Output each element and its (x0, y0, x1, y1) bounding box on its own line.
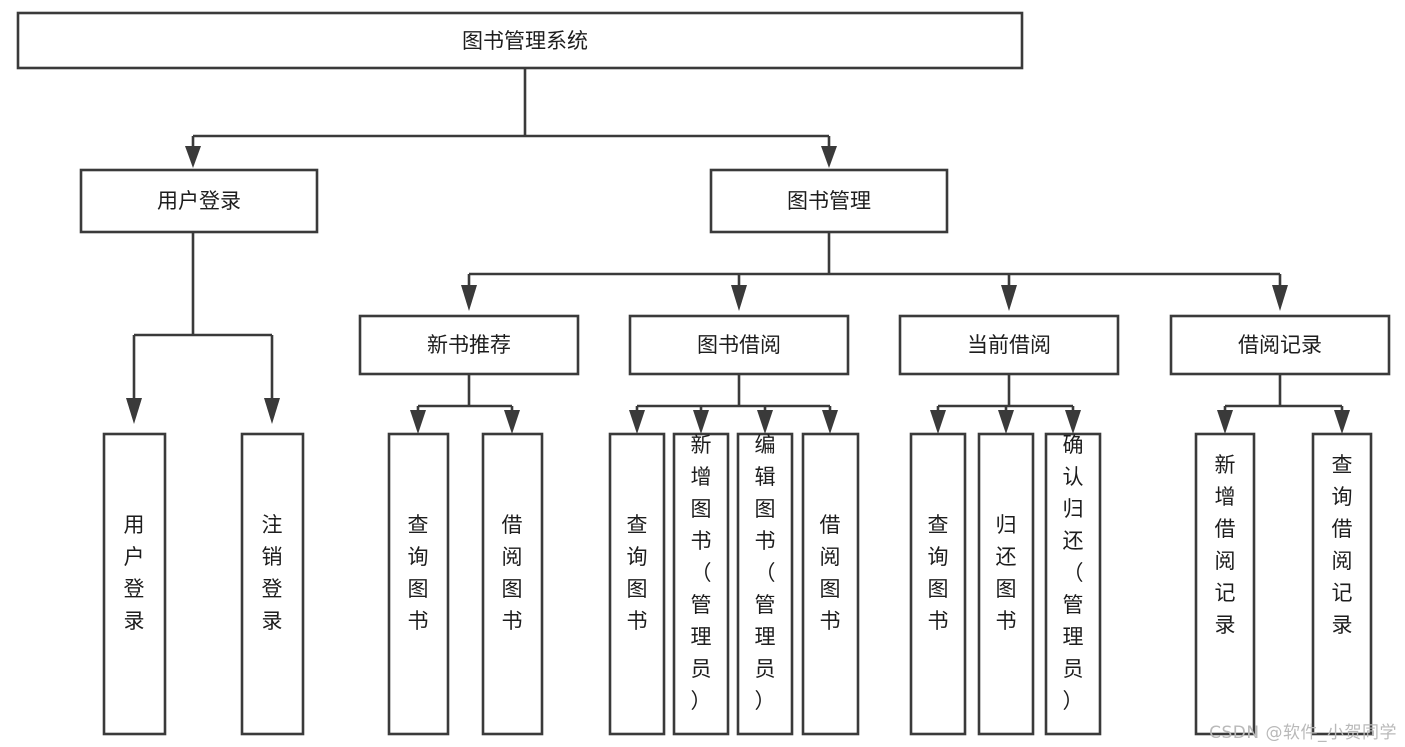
leaf-current-borrow-2[interactable]: 确认归还（管理员） (1044, 432, 1102, 736)
arrow-head-icon (821, 146, 837, 168)
leaf-label-vertical: 确认归还（管理员） (1063, 433, 1084, 713)
connector-borrowrecord-to-leaves (1217, 374, 1350, 434)
arrow-head-icon (264, 398, 280, 424)
leaf-label-vertical: 借阅图书 (820, 513, 841, 633)
connector-bookmgmt-to-level3 (461, 233, 1288, 311)
connector-root-to-level2 (185, 68, 837, 168)
node-borrow-record-label: 借阅记录 (1238, 333, 1322, 357)
leaf-label-vertical: 查询图书 (408, 513, 429, 633)
node-book-management-label: 图书管理 (787, 189, 871, 213)
leaf-label-vertical: 新增图书（管理员） (691, 433, 712, 713)
arrow-head-icon (998, 410, 1014, 434)
leaf-current-borrow-1[interactable]: 归还图书 (977, 432, 1035, 736)
node-book-borrow[interactable]: 图书借阅 (628, 314, 850, 376)
node-new-book-recommend-label: 新书推荐 (427, 333, 511, 357)
leaf-label-vertical: 用户登录 (124, 513, 145, 633)
arrow-head-icon (1065, 410, 1081, 434)
leaf-new-book-recommend-1[interactable]: 借阅图书 (481, 432, 544, 736)
leaf-label-vertical: 查询借阅记录 (1332, 453, 1353, 637)
node-root-label: 图书管理系统 (462, 29, 588, 53)
arrow-head-icon (757, 410, 773, 434)
leaf-book-borrow-0[interactable]: 查询图书 (608, 432, 666, 736)
leaf-borrow-record-1[interactable]: 查询借阅记录 (1311, 432, 1373, 736)
leaf-new-book-recommend-0[interactable]: 查询图书 (387, 432, 450, 736)
leaf-label-vertical: 注销登录 (262, 513, 283, 633)
arrow-head-icon (1217, 410, 1233, 434)
leaf-user-login-1[interactable]: 注销登录 (240, 432, 305, 736)
node-new-book-recommend[interactable]: 新书推荐 (358, 314, 580, 376)
leaf-label-vertical: 查询图书 (627, 513, 648, 633)
arrow-head-icon (126, 398, 142, 424)
arrow-head-icon (1272, 285, 1288, 311)
node-book-borrow-label: 图书借阅 (697, 333, 781, 357)
node-book-management[interactable]: 图书管理 (709, 168, 949, 234)
leaf-label-vertical: 新增借阅记录 (1215, 453, 1236, 637)
arrow-head-icon (461, 285, 477, 311)
leaf-book-borrow-3[interactable]: 借阅图书 (801, 432, 860, 736)
connector-currentborrow-to-leaves (930, 374, 1081, 434)
connector-userlogin-to-leaves (126, 233, 280, 424)
arrow-head-icon (731, 285, 747, 311)
leaf-label-vertical: 编辑图书（管理员） (755, 433, 776, 713)
leaf-borrow-record-0[interactable]: 新增借阅记录 (1194, 432, 1256, 736)
arrow-head-icon (930, 410, 946, 434)
node-current-borrow[interactable]: 当前借阅 (898, 314, 1120, 376)
arrow-head-icon (410, 410, 426, 434)
leaf-label-vertical: 查询图书 (928, 513, 949, 633)
leaf-current-borrow-0[interactable]: 查询图书 (909, 432, 967, 736)
arrow-head-icon (629, 410, 645, 434)
node-user-login-label: 用户登录 (157, 189, 241, 213)
leaf-label-vertical: 借阅图书 (502, 513, 523, 633)
arrow-head-icon (822, 410, 838, 434)
connector-newbook-to-leaves (410, 374, 520, 434)
arrow-head-icon (185, 146, 201, 168)
node-user-login[interactable]: 用户登录 (79, 168, 319, 234)
leaf-user-login-0[interactable]: 用户登录 (102, 432, 167, 736)
connector-bookborrow-to-leaves (629, 374, 838, 434)
arrow-head-icon (693, 410, 709, 434)
node-current-borrow-label: 当前借阅 (967, 333, 1051, 357)
node-borrow-record[interactable]: 借阅记录 (1169, 314, 1391, 376)
arrow-head-icon (504, 410, 520, 434)
arrow-head-icon (1001, 285, 1017, 311)
arrow-head-icon (1334, 410, 1350, 434)
leaf-book-borrow-2[interactable]: 编辑图书（管理员） (736, 432, 794, 736)
leaf-label-vertical: 归还图书 (996, 513, 1017, 633)
node-root[interactable]: 图书管理系统 (16, 11, 1024, 70)
leaf-book-borrow-1[interactable]: 新增图书（管理员） (672, 432, 730, 736)
